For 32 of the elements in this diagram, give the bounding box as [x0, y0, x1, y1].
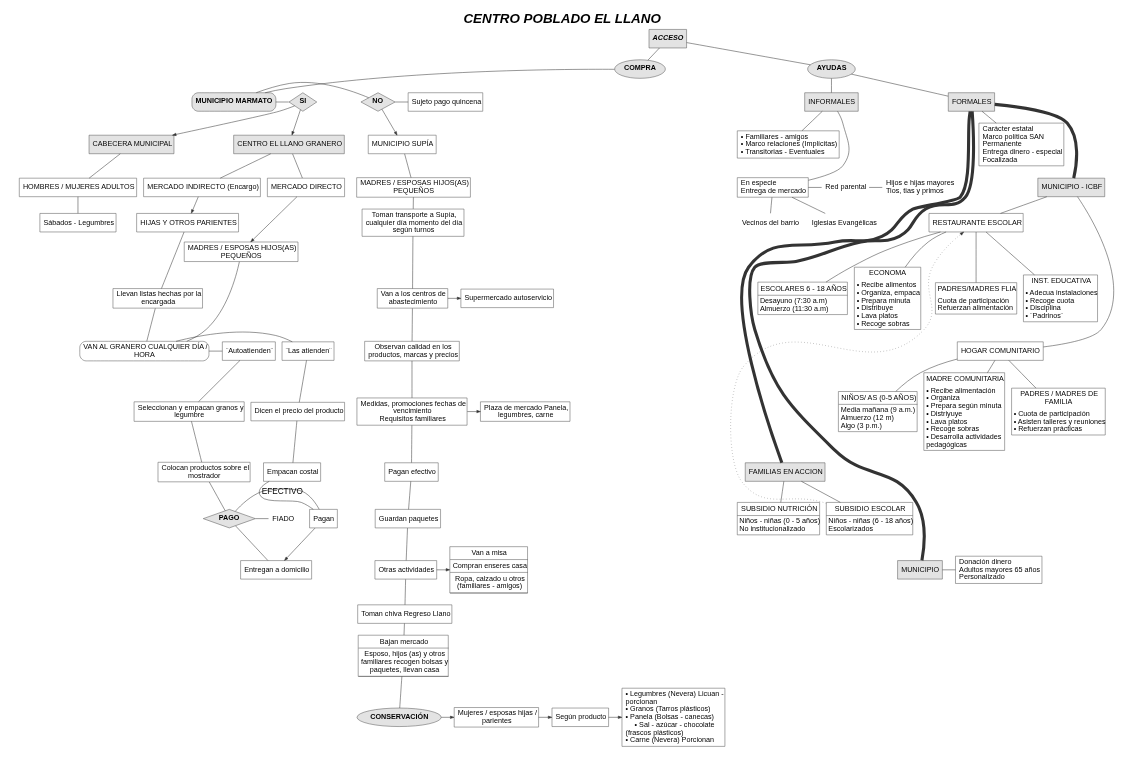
connector [299, 360, 307, 403]
connector [748, 111, 976, 561]
edge-label: EFECTIVO [261, 487, 303, 497]
arrow [467, 410, 481, 414]
connector [399, 676, 403, 709]
arrow [284, 527, 316, 561]
arrow [447, 296, 462, 300]
connector [1000, 196, 1048, 214]
arrow [608, 715, 623, 719]
connector [175, 331, 293, 343]
arrow [441, 715, 455, 719]
arrow [172, 105, 295, 136]
arrow [250, 196, 298, 243]
arrow [381, 108, 398, 136]
arrow [191, 196, 199, 214]
arrow [291, 109, 301, 136]
arrow [436, 568, 450, 572]
connector [219, 153, 271, 179]
connector [198, 360, 241, 402]
arrow [730, 231, 964, 504]
connector [994, 102, 1079, 179]
connector [264, 69, 615, 93]
connector [256, 82, 369, 98]
connector [235, 488, 320, 512]
connector [981, 111, 997, 124]
connector [191, 421, 202, 463]
diagram-title: CENTRO POBLADO EL LLANO [463, 10, 661, 26]
connector [259, 481, 314, 510]
connector [825, 231, 941, 283]
connector [791, 197, 826, 214]
connector [186, 261, 240, 342]
arrow [538, 715, 553, 719]
